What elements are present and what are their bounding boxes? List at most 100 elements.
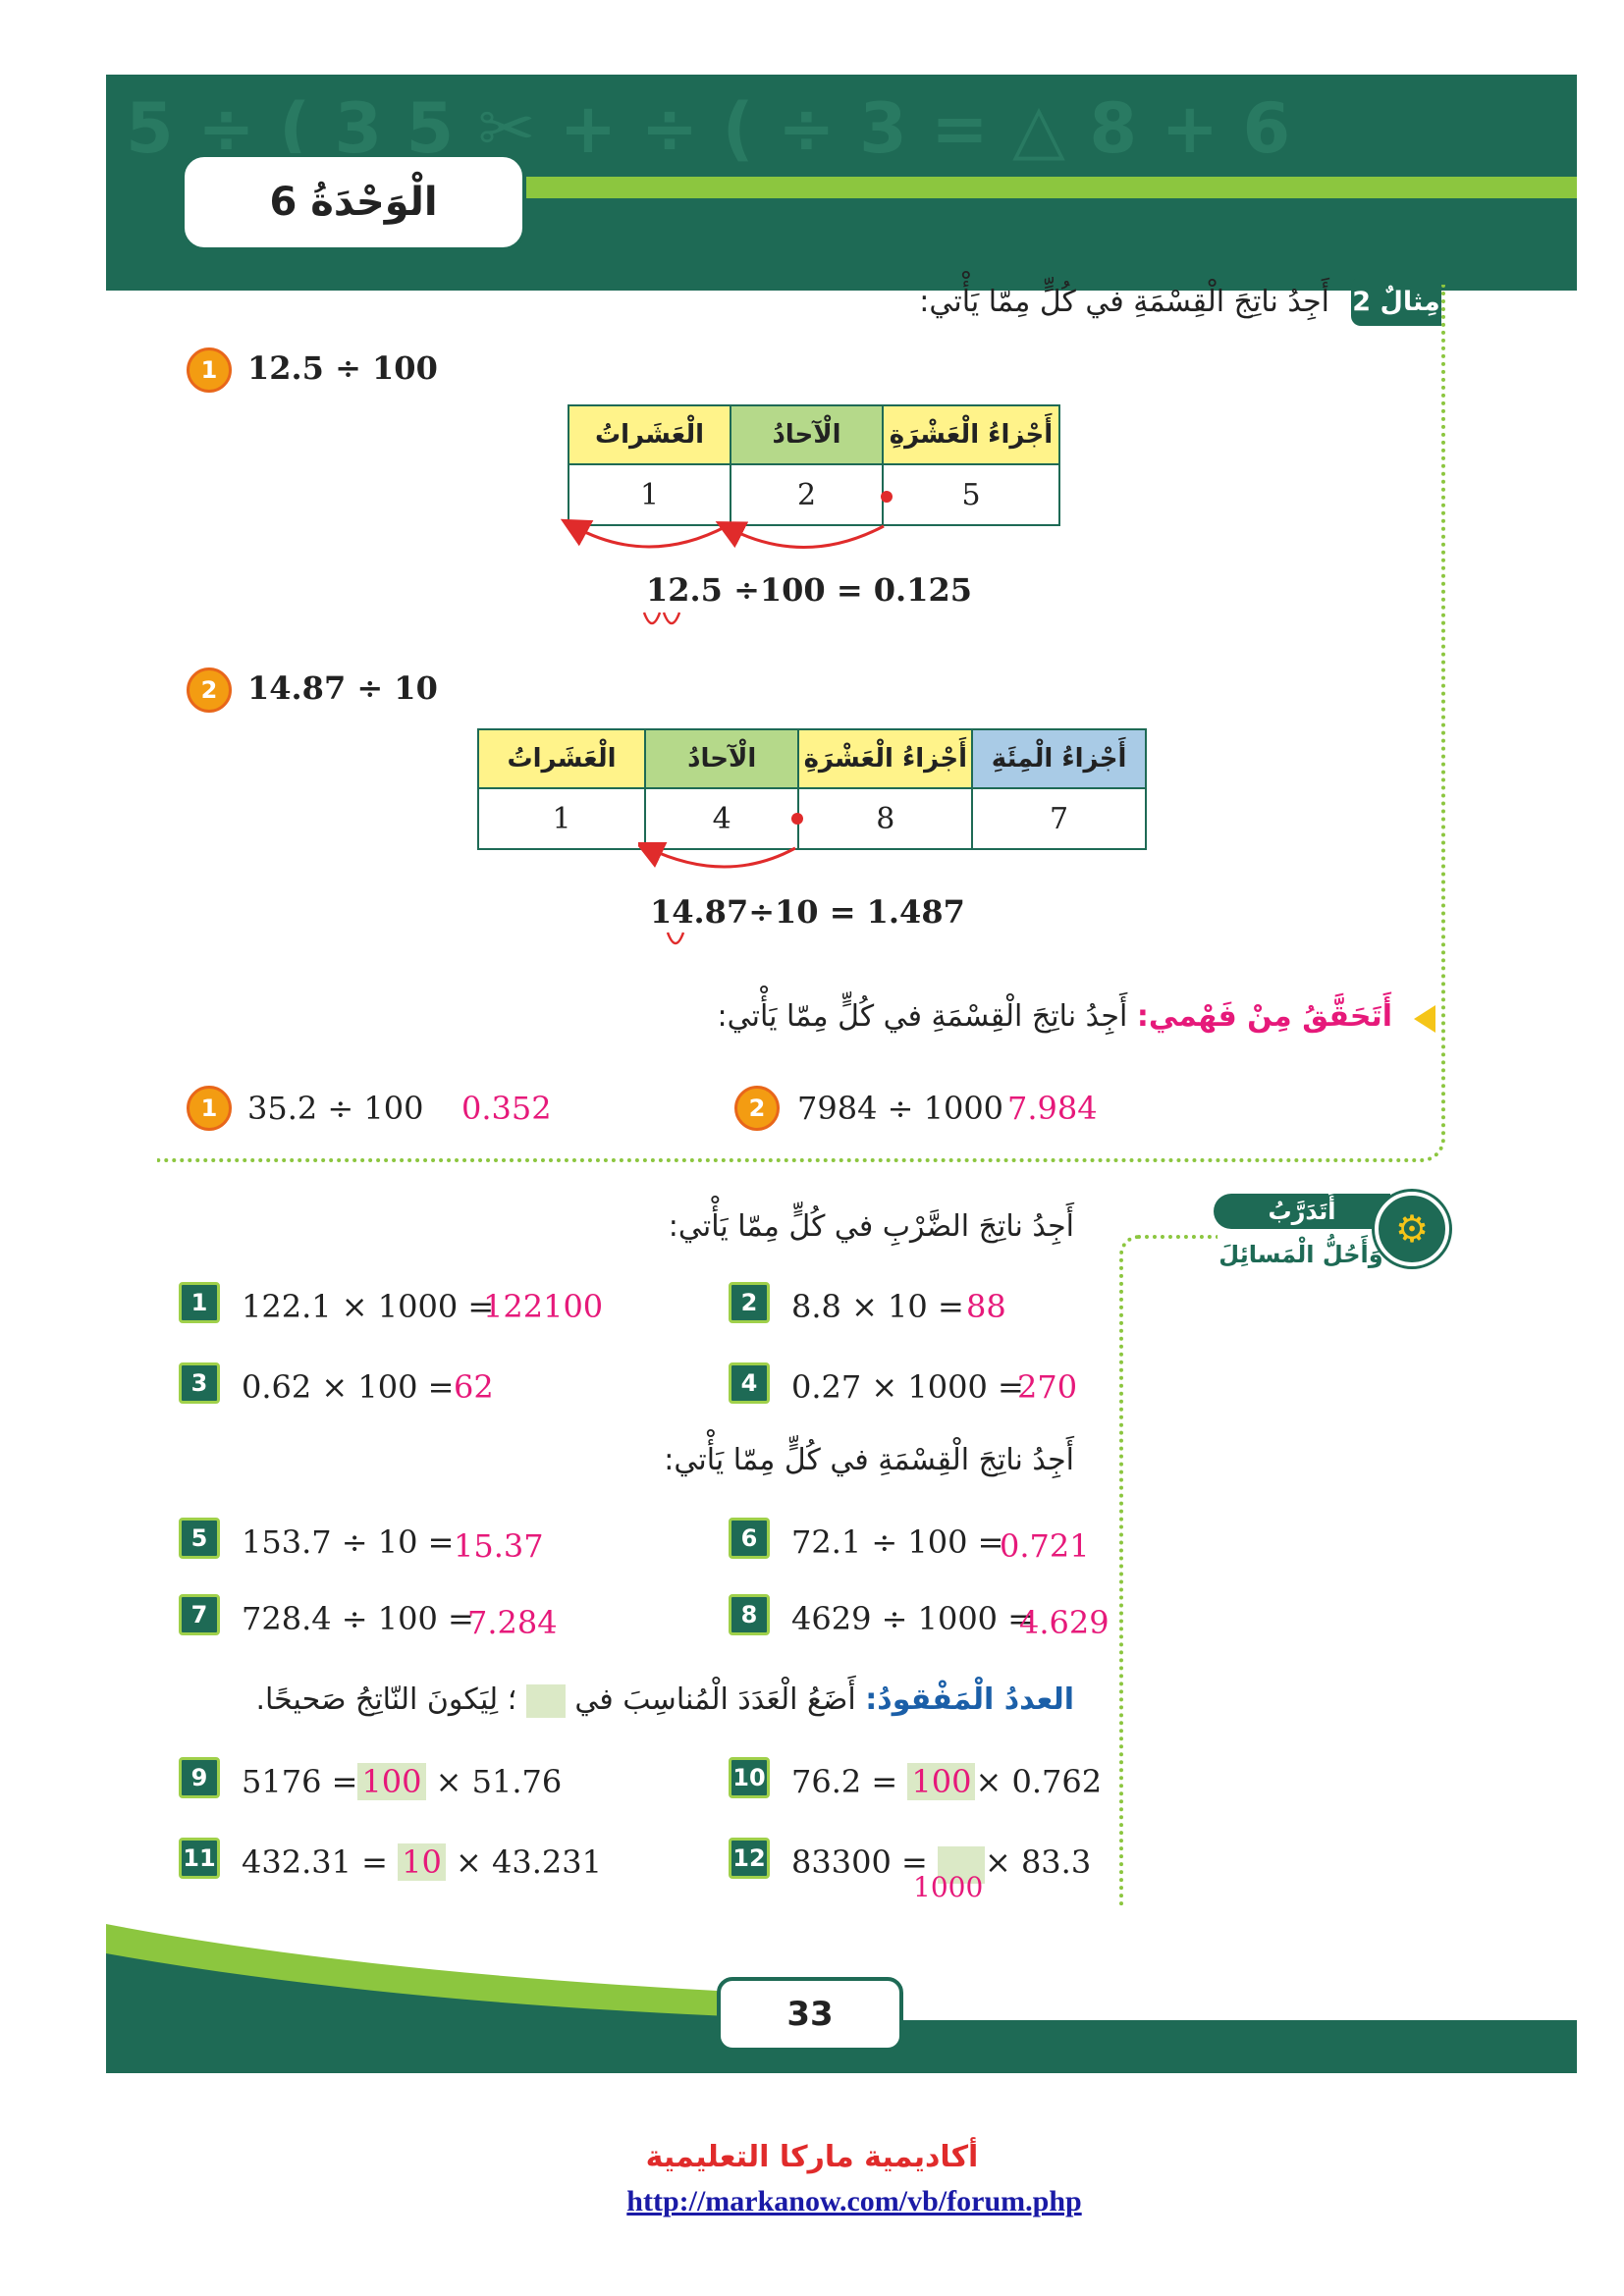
divide-instruction: أَجِدُ ناتِجَ الْقِسْمَةِ في كُلٍّ مِمّا… — [664, 1443, 1074, 1477]
practice-item-number: 11 — [179, 1838, 220, 1879]
example-expression: 12.5 ÷ 100 — [247, 349, 438, 387]
table-cell: 7 — [971, 787, 1147, 850]
practice-frame — [1119, 1235, 1218, 1906]
shift-arrow — [638, 842, 796, 869]
multiply-instruction: أَجِدُ ناتِجَ الضَّرْبِ في كُلٍّ مِمّا ي… — [668, 1209, 1074, 1244]
forum-link[interactable]: http://markanow.com/vb/forum.php — [626, 2185, 1082, 2217]
practice-answer: 15.37 — [454, 1527, 544, 1565]
academy-name: أكاديمية ماركا التعليمية — [645, 2140, 979, 2174]
decimal-shift-marks — [666, 932, 685, 945]
missing-left: 76.2 = — [791, 1763, 898, 1800]
example-item-number: 1 — [187, 347, 232, 393]
example-result: 12.5 ÷100 = 0.125 — [646, 571, 972, 609]
practice-answer: 62 — [454, 1368, 494, 1406]
practice-expression: 0.62 × 100 = — [242, 1368, 455, 1406]
practice-item-number: 4 — [729, 1362, 770, 1404]
missing-instruction-end: ؛ لِيَكونَ النّاتِجُ صَحيحًا. — [255, 1682, 517, 1717]
check-answer: 7.984 — [1007, 1090, 1098, 1127]
practice-item-number: 1 — [179, 1282, 220, 1323]
practice-expression: 728.4 ÷ 100 = — [242, 1600, 474, 1637]
missing-instruction: أَضَعُ الْعَدَدَ الْمُناسِبَ في — [574, 1682, 856, 1717]
table-cell: 1 — [568, 463, 731, 526]
answer-box-sample — [525, 1683, 566, 1718]
missing-expression: 5176 =100 × 51.76 — [242, 1763, 562, 1800]
table-header-ones: الْآحادُ — [730, 404, 884, 465]
practice-expression: 122.1 × 1000 = — [242, 1288, 495, 1325]
practice-item-number: 6 — [729, 1518, 770, 1559]
practice-title: أَتَدَرَّبُ — [1214, 1194, 1390, 1229]
page-number: 33 — [717, 1977, 903, 2052]
practice-item-number: 7 — [179, 1594, 220, 1635]
decimal-point-marker — [881, 491, 893, 503]
missing-left: 432.31 = — [242, 1843, 388, 1881]
check-item-number: 1 — [187, 1086, 232, 1131]
check-expression: 35.2 ÷ 100 — [247, 1090, 424, 1127]
check-answer: 0.352 — [461, 1090, 552, 1127]
practice-answer: 0.721 — [1000, 1527, 1090, 1565]
check-expression: 7984 ÷ 1000 — [797, 1090, 1004, 1127]
place-value-table: الْعَشَراتُ الْآحادُ أَجْزاءُ الْعَشْرَة… — [477, 728, 1147, 850]
practice-answer: 88 — [966, 1288, 1006, 1325]
example-result: 14.87÷10 = 1.487 — [650, 893, 965, 931]
missing-answer-box[interactable]: 100 — [907, 1763, 976, 1800]
practice-expression: 0.27 × 1000 = — [791, 1368, 1024, 1406]
missing-answer-box[interactable]: 10 — [398, 1843, 446, 1881]
example-item-number: 2 — [187, 667, 232, 713]
unit-title: الْوَحْدَةُ 6 — [181, 153, 526, 251]
practice-answer: 270 — [1017, 1368, 1078, 1406]
practice-item-number: 9 — [179, 1757, 220, 1798]
missing-expression: 432.31 = 10 × 43.231 — [242, 1843, 602, 1881]
example-frame — [157, 285, 1445, 1162]
decimal-point-marker — [791, 813, 803, 825]
practice-expression: 4629 ÷ 1000 = — [791, 1600, 1035, 1637]
practice-item-number: 5 — [179, 1518, 220, 1559]
practice-expression: 8.8 × 10 = — [791, 1288, 964, 1325]
check-instruction-line: أَتَحَقَّقُ مِنْ فَهْمي: أَجِدُ ناتِجَ ا… — [718, 999, 1392, 1034]
missing-right: × 0.762 — [975, 1763, 1103, 1800]
table-header-ones: الْآحادُ — [643, 728, 800, 789]
header-accent-bar — [525, 177, 1577, 198]
missing-answer-box[interactable] — [937, 1845, 985, 1884]
missing-expression: 83300 = × 83.3 — [791, 1843, 1091, 1884]
table-header-tenths: أَجْزاءُ الْعَشْرَةِ — [797, 728, 974, 789]
table-cell: 8 — [797, 787, 974, 850]
practice-answer: 4.629 — [1019, 1604, 1110, 1641]
practice-item-number: 10 — [729, 1757, 770, 1798]
table-header-tens: الْعَشَراتُ — [477, 728, 646, 789]
practice-item-number: 8 — [729, 1594, 770, 1635]
shift-arrows — [560, 518, 885, 549]
check-item-number: 2 — [734, 1086, 780, 1131]
missing-left: 5176 = — [242, 1763, 358, 1800]
practice-answer: 122100 — [483, 1288, 604, 1325]
example-tab: مِثالٌ 2 — [1351, 277, 1441, 326]
check-label: أَتَحَقَّقُ مِنْ فَهْمي: — [1136, 999, 1392, 1034]
table-cell: 2 — [730, 463, 884, 526]
table-cell: 4 — [643, 787, 800, 850]
missing-right: × 43.231 — [456, 1843, 602, 1881]
practice-answer: 7.284 — [467, 1604, 558, 1641]
table-cell: 5 — [882, 463, 1060, 526]
missing-left: 83300 = — [791, 1843, 928, 1881]
decimal-shift-marks — [642, 612, 681, 625]
table-header-tens: الْعَشَراتُ — [568, 404, 731, 465]
table-header-tenths: أَجْزاءُ الْعَشْرَةِ — [882, 404, 1060, 465]
missing-instruction-line: العددُ الْمَفْقودُ: أَضَعُ الْعَدَدَ الْ… — [255, 1682, 1074, 1718]
practice-item-number: 2 — [729, 1282, 770, 1323]
missing-label: العددُ الْمَفْقودُ: — [865, 1682, 1074, 1717]
check-arrow-icon — [1414, 1005, 1435, 1033]
practice-expression: 72.1 ÷ 100 = — [791, 1523, 1004, 1561]
place-value-table: الْعَشَراتُ الْآحادُ أَجْزاءُ الْعَشْرَة… — [568, 404, 1060, 526]
footer-accent — [106, 1924, 754, 2022]
table-cell: 1 — [477, 787, 646, 850]
gear-icon: ⚙ — [1375, 1192, 1449, 1266]
practice-item-number: 12 — [729, 1838, 770, 1879]
missing-right: × 83.3 — [984, 1843, 1092, 1881]
practice-expression: 153.7 ÷ 10 = — [242, 1523, 455, 1561]
missing-expression: 76.2 = 100× 0.762 — [791, 1763, 1102, 1800]
missing-answer-value: 1000 — [913, 1871, 984, 1903]
missing-right: × 51.76 — [435, 1763, 563, 1800]
example-expression: 14.87 ÷ 10 — [247, 669, 438, 707]
missing-answer-box[interactable]: 100 — [357, 1763, 426, 1800]
practice-item-number: 3 — [179, 1362, 220, 1404]
check-instruction: أَجِدُ ناتِجَ الْقِسْمَةِ في كُلٍّ مِمّا… — [717, 999, 1128, 1034]
